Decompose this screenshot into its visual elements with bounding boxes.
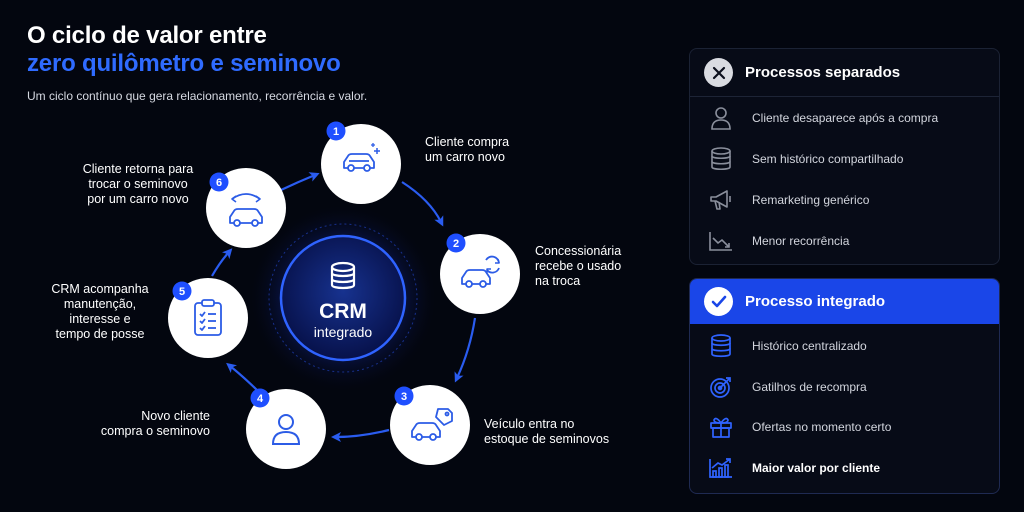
step-2-label-line: recebe o usado xyxy=(535,259,622,273)
step-3-badge xyxy=(394,386,414,406)
step-5-number: 5 xyxy=(179,286,185,298)
arrow-2-to-3 xyxy=(454,317,477,383)
list-item-text: Ofertas no momento certo xyxy=(752,420,892,435)
step-5-label: CRM acompanha manutenção, interesse e te… xyxy=(35,282,165,342)
step-4-badge xyxy=(250,388,270,408)
chart-down-icon xyxy=(708,228,734,254)
list-item-text: Remarketing genérico xyxy=(752,192,870,207)
list-item-text: Gatilhos de recompra xyxy=(752,379,867,394)
list-item-text: Histórico centralizado xyxy=(752,339,867,354)
step-5-label-line: CRM acompanha xyxy=(51,282,149,296)
step-6-node: 6 xyxy=(206,168,286,248)
close-icon xyxy=(704,58,733,87)
list-item-text: Maior valor por cliente xyxy=(752,460,881,475)
crm-center xyxy=(251,206,435,390)
car-sparkle-icon xyxy=(343,143,380,172)
step-4-label-line: compra o seminovo xyxy=(100,424,210,438)
car-sync-icon xyxy=(461,255,500,288)
step-3-label-line: Veículo entra no xyxy=(484,417,575,431)
step-1-label-line: um carro novo xyxy=(425,150,505,164)
step-4-node: 4 xyxy=(246,388,326,469)
step-3-number: 3 xyxy=(401,391,407,403)
step-5-node: 5 xyxy=(168,278,248,358)
arrow-5-to-6 xyxy=(211,248,233,277)
step-6-label: Cliente retorna para trocar o seminovo p… xyxy=(68,162,208,207)
separate-process-header: Processos separados xyxy=(690,49,999,97)
step-4-label-line: Novo cliente xyxy=(141,409,210,423)
list-item: Ofertas no momento certo xyxy=(708,407,999,448)
list-item: Remarketing genérico xyxy=(708,179,999,220)
step-5-label-line: manutenção, xyxy=(63,297,137,311)
database-icon xyxy=(708,146,734,172)
arrow-1-to-2 xyxy=(401,181,444,227)
car-return-icon xyxy=(229,193,263,227)
step-1-label: Cliente compra um carro novo xyxy=(425,135,509,165)
page-title: O ciclo de valor entre zero quilômetro e… xyxy=(27,22,341,78)
list-item: Histórico centralizado xyxy=(708,326,999,367)
arrow-3-to-4 xyxy=(331,428,390,442)
target-icon xyxy=(708,374,734,400)
crm-dotted-ring xyxy=(268,223,418,373)
crm-subtitle: integrado xyxy=(313,324,373,340)
step-2-number: 2 xyxy=(453,238,459,250)
gift-icon xyxy=(708,414,734,440)
integrated-process-header: Processo integrado xyxy=(690,279,999,324)
value-cycle-diagram: 1 2 xyxy=(35,121,621,469)
title-line-2: zero quilômetro e seminovo xyxy=(27,50,341,77)
clipboard-checklist-icon xyxy=(194,299,222,336)
crm-center-label: CRM integrado xyxy=(283,300,403,341)
step-2-node: 2 xyxy=(440,233,520,314)
separate-process-panel: Processos separados Cliente desaparece a… xyxy=(689,48,1000,265)
step-6-badge xyxy=(209,172,229,192)
step-3-node: 3 xyxy=(390,385,470,465)
database-icon xyxy=(708,333,734,359)
step-6-label-line: por um carro novo xyxy=(87,192,189,206)
list-item: Gatilhos de recompra xyxy=(708,367,999,408)
cycle-arrows xyxy=(211,172,477,442)
title-line-1: O ciclo de valor entre xyxy=(27,22,267,49)
list-item-text: Menor recorrência xyxy=(752,233,850,248)
crm-core-ring xyxy=(279,234,407,362)
step-2-label: Concessionária recebe o usado na troca xyxy=(535,244,621,289)
chart-up-icon xyxy=(708,455,734,481)
megaphone-icon xyxy=(708,187,734,213)
integrated-process-title: Processo integrado xyxy=(745,293,886,310)
step-4-number: 4 xyxy=(257,393,264,405)
list-item: Maior valor por cliente xyxy=(708,448,999,489)
car-tag-icon xyxy=(411,408,453,441)
step-3-label-line: estoque de seminovos xyxy=(484,432,610,446)
step-5-badge xyxy=(172,281,192,301)
step-3-label: Veículo entra no estoque de seminovos xyxy=(484,417,609,447)
integrated-process-panel: Processo integrado Histórico centralizad… xyxy=(689,278,1000,494)
user-icon xyxy=(708,105,734,131)
step-1-number: 1 xyxy=(333,126,339,138)
check-icon xyxy=(704,287,733,316)
crm-title: CRM xyxy=(319,300,367,323)
step-5-label-line: interesse e xyxy=(69,312,131,326)
step-1-node: 1 xyxy=(321,121,401,204)
step-6-label-line: Cliente retorna para xyxy=(82,162,194,176)
step-1-label-line: Cliente compra xyxy=(425,135,510,149)
arrow-6-to-1 xyxy=(280,172,320,191)
list-item: Menor recorrência xyxy=(708,220,999,261)
step-6-number: 6 xyxy=(216,177,222,189)
step-1-badge xyxy=(326,121,346,141)
list-item-text: Cliente desaparece após a compra xyxy=(752,110,939,125)
list-item: Sem histórico compartilhado xyxy=(708,138,999,179)
database-icon xyxy=(330,261,356,290)
step-4-label: Novo cliente compra o seminovo xyxy=(80,409,210,439)
separate-process-title: Processos separados xyxy=(745,64,901,81)
page-subtitle: Um ciclo contínuo que gera relacionament… xyxy=(27,89,368,103)
user-icon xyxy=(271,414,301,445)
list-item: Cliente desaparece após a compra xyxy=(708,97,999,138)
step-2-badge xyxy=(446,233,466,253)
list-item-text: Sem histórico compartilhado xyxy=(752,151,904,166)
cycle-graphic: 1 2 xyxy=(168,121,520,469)
step-5-label-line: tempo de posse xyxy=(55,327,145,341)
step-2-label-line: na troca xyxy=(535,274,581,288)
step-6-label-line: trocar o seminovo xyxy=(88,177,188,191)
step-2-label-line: Concessionária xyxy=(535,244,622,258)
